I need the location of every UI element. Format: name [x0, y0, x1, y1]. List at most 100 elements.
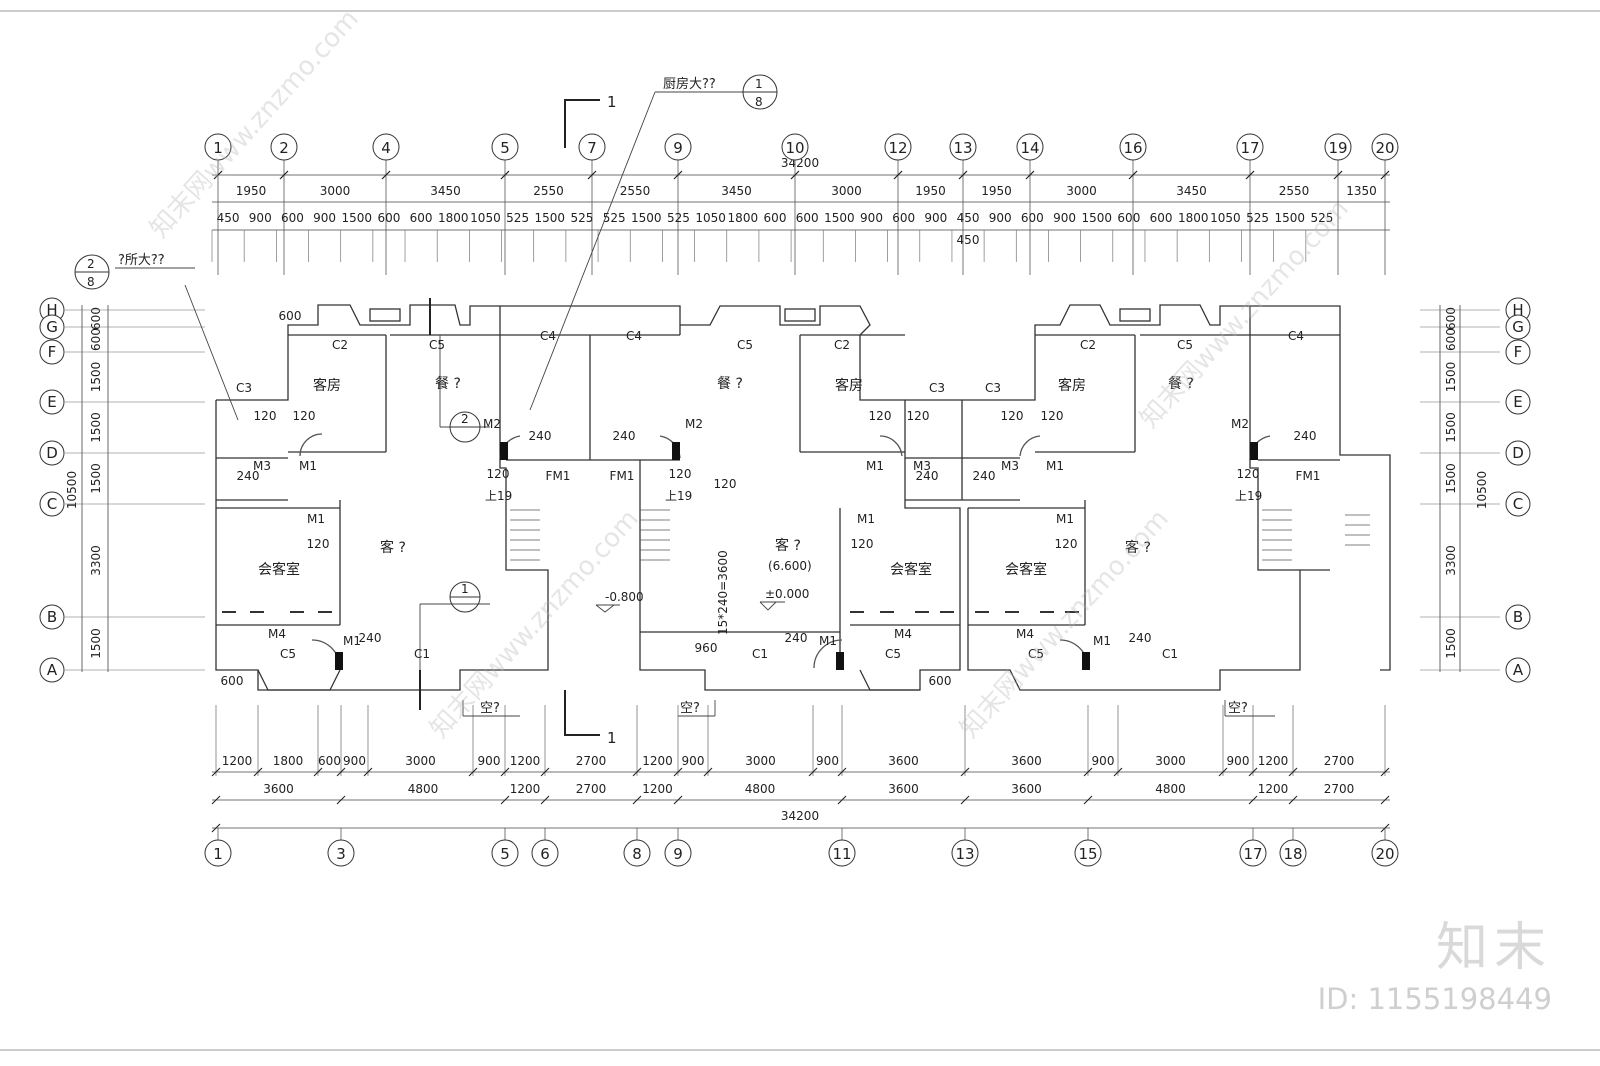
axis-bubble-row [39, 491, 65, 517]
component-tag: M4 [1016, 627, 1034, 641]
axis-label-bottom: 8 [632, 845, 642, 863]
bottom-dim-row1: 900 [682, 754, 705, 768]
kitchen-detail-ref-num: 1 [755, 77, 763, 91]
axis-label-bottom: 1 [213, 845, 223, 863]
room-guest-3: 客房 [1058, 377, 1086, 394]
small-dim: 120 [851, 537, 874, 551]
room-dining-3: 餐 ? [1168, 376, 1194, 392]
top-dim-row2: 525 [603, 211, 626, 225]
axis-bubble-top [1236, 133, 1264, 161]
top-dim-row2: 525 [571, 211, 594, 225]
small-dim: 120 [293, 409, 316, 423]
axis-label-top: 20 [1375, 139, 1394, 157]
small-dim: 240 [237, 469, 260, 483]
axis-bubble-bottom [327, 839, 355, 867]
room-labels: 客房 餐 ? 客 ? 会客室 餐 ? 客房 客 ? 会客室 会客室 客房 餐 ?… [258, 376, 1262, 635]
bottom-dim-row2: 4800 [745, 782, 776, 796]
small-dim: 120 [1041, 409, 1064, 423]
axis-label-bottom: 18 [1283, 845, 1302, 863]
elevation-plus: (6.600) [768, 559, 812, 573]
component-tag: C4 [1288, 329, 1304, 343]
top-dim-row2: 450 [217, 211, 240, 225]
axis-label-top: 10 [785, 139, 804, 157]
bottom-dim-row1: 1200 [1258, 754, 1289, 768]
axis-bubble-row [39, 389, 65, 415]
building-walls [215, 99, 1391, 736]
axis-bubble-bottom [951, 839, 979, 867]
top-dim-row2: 900 [313, 211, 336, 225]
axis-bubble-top [1371, 133, 1399, 161]
top-dim-extra: 450 [957, 233, 980, 247]
right-dim: 1500 [1444, 463, 1458, 494]
axis-bubble-row [1505, 440, 1531, 466]
axis-label-row: D [1512, 444, 1524, 462]
axis-label-row: G [46, 318, 58, 336]
stair-run-dim: 15*240=3600 [716, 550, 730, 635]
axis-bubble-top [781, 133, 809, 161]
right-total-dim: 10500 [1475, 471, 1489, 509]
component-tag: M3 [913, 459, 931, 473]
small-dim: 120 [907, 409, 930, 423]
component-tag: FM1 [610, 469, 635, 483]
axis-bubble-bottom [828, 839, 856, 867]
small-dim: 120 [1237, 467, 1260, 481]
axis-label-bottom: 11 [832, 845, 851, 863]
bottom-total-dim: 34200 [781, 809, 819, 823]
axis-label-row: B [47, 608, 57, 626]
bottom-dim-row1: 900 [478, 754, 501, 768]
top-dim-row2: 900 [1053, 211, 1076, 225]
room-living-3: 客 ? [1125, 539, 1151, 556]
bottom-dim-row2: 1200 [642, 782, 673, 796]
axis-label-top: 9 [673, 139, 683, 157]
component-tag: C5 [737, 338, 753, 352]
axis-label-row: D [46, 444, 58, 462]
left-dim: 600 [89, 307, 103, 330]
component-tag: M2 [483, 417, 501, 431]
component-tag: C3 [985, 381, 1001, 395]
room-reception-3: 会客室 [1005, 561, 1047, 578]
axis-label-bottom: 20 [1375, 845, 1394, 863]
bottom-dim-row2: 4800 [1155, 782, 1186, 796]
axis-bubble-row [1505, 491, 1531, 517]
top-dim-row1: 3450 [430, 184, 461, 198]
top-dim-row1: 2550 [1279, 184, 1310, 198]
small-dim: 960 [695, 641, 718, 655]
axis-bubble-row [39, 314, 65, 340]
component-tag: M3 [253, 459, 271, 473]
small-dim: 120 [1055, 537, 1078, 551]
top-dim-row2: 600 [281, 211, 304, 225]
axis-label-top: 14 [1020, 139, 1039, 157]
component-tag: M1 [343, 634, 361, 648]
axis-label-top: 4 [381, 139, 391, 157]
watermark-logo: 知末 [1435, 918, 1552, 978]
side-dimensions: 6006001500150015003300150010500600600150… [65, 305, 1500, 672]
bottom-dim-row2: 1200 [510, 782, 541, 796]
axis-bubble-bottom [664, 839, 692, 867]
bottom-dim-row1: 3000 [405, 754, 436, 768]
top-dim-row1: 2550 [533, 184, 564, 198]
elevation-zero: ±0.000 [765, 587, 809, 601]
bottom-dim-row2: 3600 [263, 782, 294, 796]
bottom-dim-row1: 900 [343, 754, 366, 768]
stair-up-2: 上19 [665, 489, 692, 503]
component-tag: C5 [885, 647, 901, 661]
axis-bubble-bottom [1239, 839, 1267, 867]
small-dim: 240 [359, 631, 382, 645]
small-dim: 600 [221, 674, 244, 688]
component-tag: M2 [1231, 417, 1249, 431]
right-dim: 600 [1444, 328, 1458, 351]
axis-label-top: 5 [500, 139, 510, 157]
component-tag: M1 [1056, 512, 1074, 526]
component-tag: C5 [1177, 338, 1193, 352]
bottom-dim-row1: 2700 [1324, 754, 1355, 768]
bottom-dim-row1: 3600 [1011, 754, 1042, 768]
small-dim: 120 [869, 409, 892, 423]
top-dim-row2: 900 [249, 211, 272, 225]
small-dim: 240 [916, 469, 939, 483]
left-total-dim: 10500 [65, 471, 79, 509]
top-dim-row2: 900 [860, 211, 883, 225]
